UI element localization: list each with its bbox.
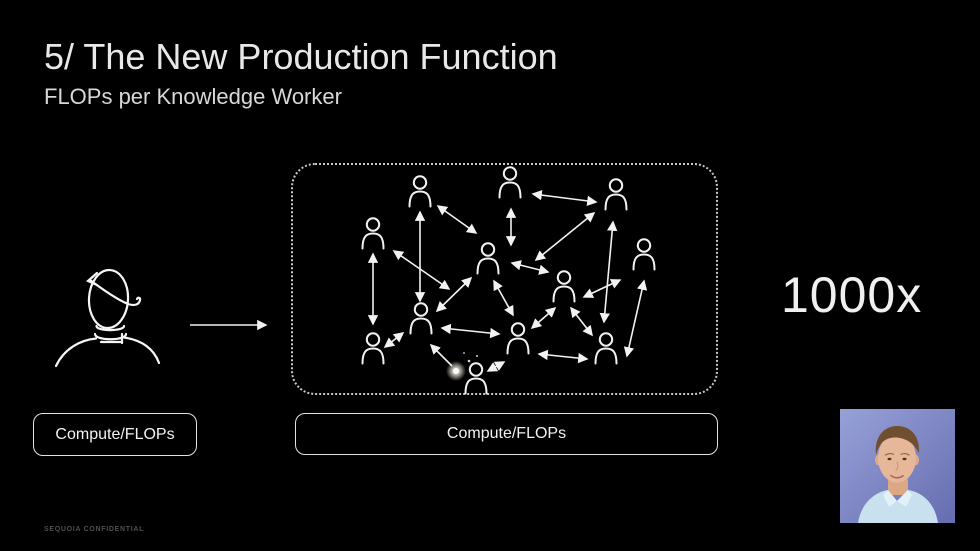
single-compute-label-text: Compute/FLOPs [55, 425, 175, 443]
network-compute-label: Compute/FLOPs [295, 413, 718, 455]
speaker-portrait [840, 409, 955, 523]
speaker-webcam [840, 409, 955, 523]
multiplier-text: 1000x [781, 267, 923, 323]
page-subtitle: FLOPs per Knowledge Worker [44, 84, 342, 109]
confidential-footer: SEQUOIA CONFIDENTIAL [44, 526, 145, 533]
single-compute-label: Compute/FLOPs [33, 413, 197, 456]
network-compute-label-text: Compute/FLOPs [446, 425, 567, 442]
page-title: 5/ The New Production Function [44, 36, 558, 77]
network-box [291, 163, 718, 395]
sketch-person-icon [54, 268, 161, 368]
